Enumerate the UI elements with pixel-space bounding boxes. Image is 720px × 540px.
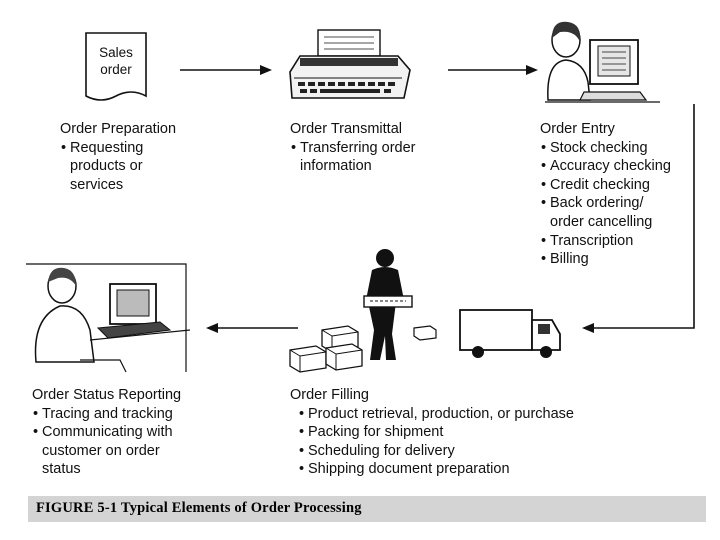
- step-title: Order Filling: [290, 387, 369, 403]
- step-bullet: Transferring order information: [290, 139, 440, 176]
- step-order-transmittal: Order Transmittal Transferring order inf…: [290, 120, 470, 176]
- figure-caption: FIGURE 5-1 Typical Elements of Order Pro…: [28, 496, 706, 522]
- step-bullet: Transcription: [540, 232, 710, 251]
- step-order-filling: Order Filling Product retrieval, product…: [290, 386, 620, 479]
- worker-carrying-box-icon: [363, 249, 413, 360]
- arrow-preparation-to-transmittal: [180, 65, 272, 75]
- printer-icon: [289, 29, 411, 99]
- clerk-at-computer-icon: [545, 21, 660, 103]
- arrow-filling-to-status: [206, 323, 298, 333]
- step-bullet: Requesting products or services: [60, 139, 170, 195]
- small-box-icon: [413, 325, 437, 341]
- sales-order-label: Sales order: [86, 44, 146, 78]
- step-bullet: Stock checking: [540, 139, 710, 158]
- step-bullet: Credit checking: [540, 176, 710, 195]
- step-title: Order Entry: [540, 121, 615, 137]
- sales-order-line2: order: [100, 62, 132, 77]
- step-order-entry: Order Entry Stock checking Accuracy chec…: [540, 120, 710, 269]
- step-bullet: Communicating with customer on order sta…: [32, 423, 192, 479]
- step-bullet: Shipping document preparation: [298, 460, 620, 479]
- step-bullet: Scheduling for delivery: [298, 442, 620, 461]
- step-bullet: Product retrieval, production, or purcha…: [298, 405, 620, 424]
- step-bullet: Packing for shipment: [298, 423, 620, 442]
- arrow-transmittal-to-entry: [448, 65, 538, 75]
- delivery-truck-icon: [459, 309, 561, 358]
- boxes-icon: [289, 325, 363, 373]
- caption-text: FIGURE 5-1 Typical Elements of Order Pro…: [36, 500, 362, 516]
- step-title: Order Preparation: [60, 121, 177, 137]
- document-icon: [85, 32, 147, 101]
- step-title: Order Status Reporting: [32, 387, 182, 403]
- person-at-computer-icon: [26, 263, 191, 373]
- step-bullet: Accuracy checking: [540, 157, 710, 176]
- step-bullet: Tracing and tracking: [32, 405, 232, 424]
- step-order-status-reporting: Order Status Reporting Tracing and track…: [32, 386, 232, 479]
- step-title: Order Transmittal: [290, 121, 402, 137]
- sales-order-line1: Sales: [99, 45, 133, 60]
- step-bullet: Back ordering/ order cancelling: [540, 194, 670, 231]
- step-order-preparation: Order Preparation Requesting products or…: [60, 120, 220, 194]
- step-bullet: Billing: [540, 250, 710, 269]
